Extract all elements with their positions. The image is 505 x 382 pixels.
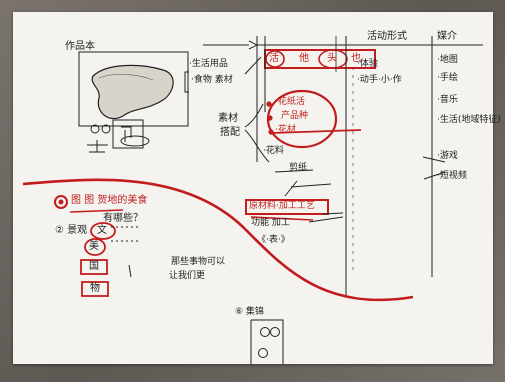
center-middle-2: 功能 加工 bbox=[251, 218, 290, 228]
red-left-title: 图 图 贺地的美食 bbox=[71, 195, 148, 206]
center-middle-3: 《·表·》 bbox=[257, 235, 290, 245]
left-list-title: ② 景观 bbox=[55, 225, 88, 236]
left-note-2: 让我们更 bbox=[169, 271, 206, 281]
ink-drawing bbox=[22, 36, 483, 364]
title-topleft: 作品本 bbox=[65, 41, 95, 52]
circled-item-2: 美 bbox=[89, 241, 99, 252]
map-blob bbox=[91, 64, 174, 120]
col2-item-2: ·手绘 bbox=[437, 73, 458, 83]
header-word-4: 也 bbox=[351, 53, 361, 64]
col2-item-6: ·短视频 bbox=[437, 171, 467, 181]
label-center-1: 素材 bbox=[218, 113, 238, 124]
sketch-paper: 作品本 ·生活用品 ·食物 素材 活 他 头 也 活动形式 ·体验 ·动手·小·… bbox=[13, 12, 501, 364]
center-item-2: 产品种 bbox=[281, 111, 309, 121]
center-middle-1: 原材料·加工工艺 bbox=[249, 201, 315, 211]
label-left-1: ·生活用品 bbox=[189, 59, 228, 69]
left-question: 有哪些？ bbox=[103, 213, 143, 224]
circled-item-1: 文 bbox=[97, 225, 107, 236]
bottom-title: ⑥ 集锦 bbox=[235, 307, 264, 317]
col1-item-1: ·体验 bbox=[357, 59, 378, 69]
circled-item-3: 国 bbox=[89, 261, 99, 272]
col2-item-3: ·音乐 bbox=[437, 95, 458, 105]
circled-item-4: 物 bbox=[90, 283, 100, 294]
label-left-2: ·食物 素材 bbox=[191, 75, 233, 85]
center-item-3: ·花材 bbox=[275, 125, 296, 135]
header-word-2: 他 bbox=[299, 53, 309, 64]
col1-header: 活动形式 bbox=[367, 31, 407, 42]
col2-item-4: ·生活(地域特征) bbox=[437, 115, 501, 125]
center-item-4: ·花料 bbox=[263, 146, 284, 156]
center-item-1: ·花纸活 bbox=[275, 97, 305, 107]
header-word-1: 活 bbox=[269, 53, 279, 64]
label-center-2: 搭配 bbox=[220, 127, 240, 138]
center-item-5: 剪纸 bbox=[289, 163, 308, 173]
col1-item-2: ·动手·小·作 bbox=[357, 75, 402, 85]
red-arc bbox=[22, 178, 414, 302]
header-word-3: 头 bbox=[327, 53, 337, 64]
left-note-1: 那些事物可以 bbox=[171, 257, 226, 267]
col2-item-5: ·游戏 bbox=[437, 151, 458, 161]
col2-header: 媒介 bbox=[437, 31, 457, 42]
map-frame bbox=[78, 51, 189, 127]
col2-item-1: ·地图 bbox=[437, 55, 458, 65]
